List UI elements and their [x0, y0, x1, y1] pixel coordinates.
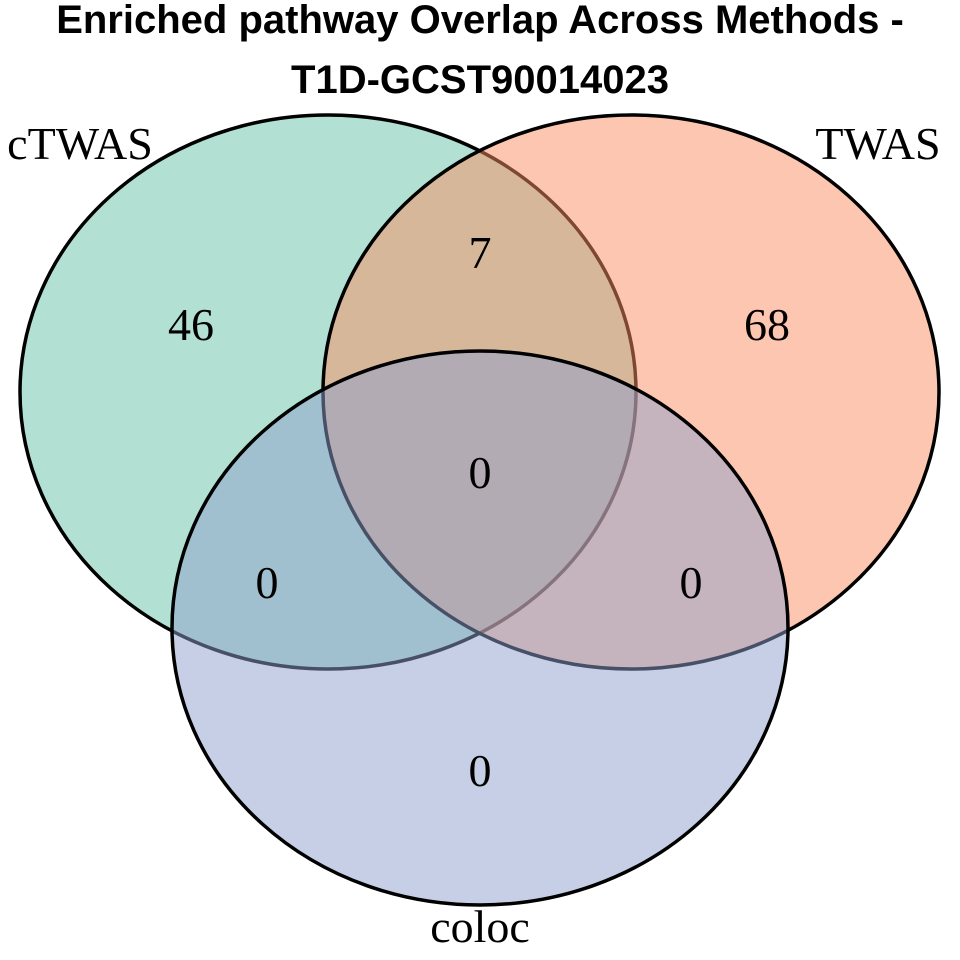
count-twas-coloc: 0: [680, 557, 703, 608]
count-ctwas-coloc: 0: [256, 557, 279, 608]
set-circle-coloc: [170, 349, 790, 907]
set-label-twas: TWAS: [815, 118, 940, 169]
count-ctwas-twas: 7: [469, 227, 492, 278]
count-twas-only: 68: [744, 299, 790, 350]
diagram-title-line-1: Enriched pathway Overlap Across Methods …: [56, 0, 904, 42]
count-ctwas-only: 46: [168, 299, 214, 350]
count-all-three: 0: [469, 447, 492, 498]
count-coloc-only: 0: [469, 745, 492, 796]
set-label-coloc: coloc: [430, 901, 530, 952]
diagram-title-line-2: T1D-GCST90014023: [291, 58, 669, 102]
set-label-ctwas: cTWAS: [7, 118, 153, 169]
